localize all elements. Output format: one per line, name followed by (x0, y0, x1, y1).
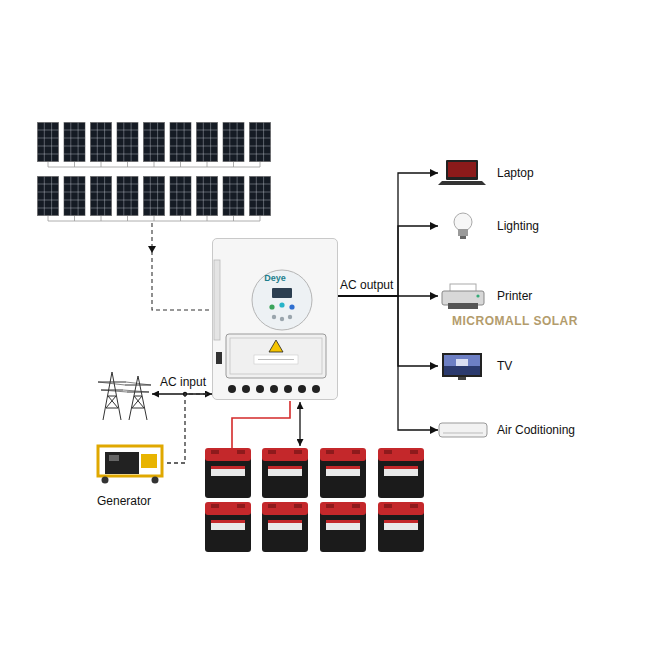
tv-icon (438, 351, 488, 381)
printer-icon (438, 281, 488, 311)
connector (338, 296, 438, 366)
connector (167, 394, 212, 463)
pv-arrow (148, 246, 156, 253)
battery-flow-arrow (299, 402, 300, 446)
appliance-node: Lighting (438, 211, 539, 241)
connector (338, 173, 438, 296)
watermark: MICROMALL SOLAR (452, 314, 578, 328)
battery-bank (205, 448, 424, 552)
connector (338, 226, 438, 296)
node-label: Laptop (497, 166, 534, 180)
connector (338, 296, 438, 430)
node-label: Lighting (497, 219, 539, 233)
port-label: AC input (160, 375, 206, 389)
generator-node: Generator (93, 442, 167, 508)
brand-logo: Deye (213, 273, 337, 284)
appliance-node: Printer (438, 281, 532, 311)
lighting-icon (438, 211, 488, 241)
appliance-node: TV (438, 351, 512, 381)
node-label: TV (497, 359, 512, 373)
appliance-node: Laptop (438, 158, 534, 188)
laptop-icon (438, 158, 488, 188)
grid-tower (98, 372, 151, 420)
node-label: Printer (497, 289, 532, 303)
solar-array (37, 122, 270, 221)
appliance-node: Air Coditioning (438, 415, 575, 445)
inverter-box: Deye (212, 238, 338, 400)
ac-icon (438, 415, 488, 445)
node-label: Air Coditioning (497, 423, 575, 437)
generator-icon (93, 442, 167, 484)
edge-label: AC output (339, 278, 394, 292)
inverter-icon (212, 238, 338, 400)
battery-wire (232, 401, 290, 448)
pv-wire (152, 223, 212, 310)
node-label: Generator (97, 494, 151, 508)
